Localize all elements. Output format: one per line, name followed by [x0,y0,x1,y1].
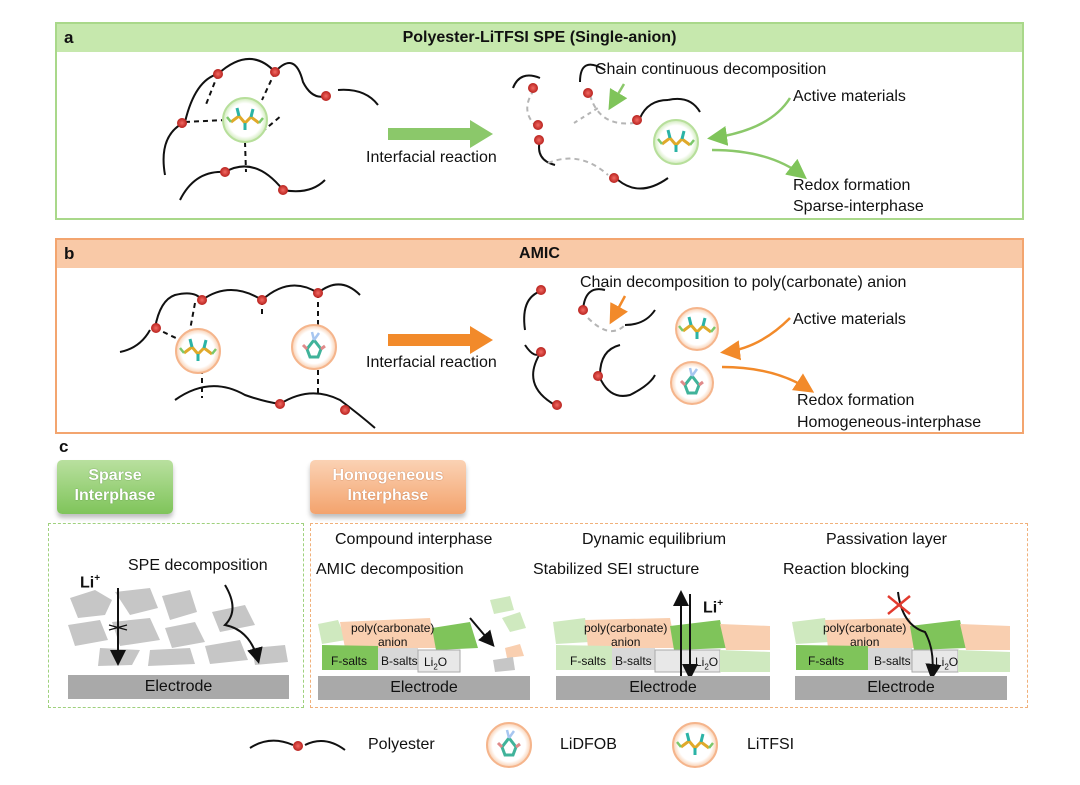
panel-b-title: AMIC [57,240,1022,268]
panel-a: Polyester-LiTFSI SPE (Single-anion) a [55,22,1024,220]
panel-a-title: Polyester-LiTFSI SPE (Single-anion) [57,24,1022,52]
dynamic-label: Stabilized SEI structure [533,561,700,578]
passivation-li2o: Li2O [935,655,959,672]
dynamic-layers [553,590,770,680]
sparse-arrows [108,584,263,666]
sparse-tag-line1: Sparse [88,467,142,484]
panel-b-letter: b [64,244,75,263]
panel-a-reaction-arrow [388,120,493,148]
panel-c-letter: c [59,437,69,456]
homogeneous-box [310,523,1028,708]
homog-tag-line2: Interphase [347,487,429,504]
dynamic-li-ion: Li+ [703,598,724,617]
dynamic-poly-label: poly(carbonate)anion [584,621,668,649]
panel-b-network [119,283,376,429]
panel-b-beads [151,288,350,415]
panel-b-active-materials: Active materials [793,311,906,328]
panel-b-redox: Redox formation [797,392,915,409]
legend-litfsi-icon [672,722,718,768]
sparse-tag-line2: Interphase [74,487,156,504]
panel-b-decomposed-chains [523,288,656,406]
panel-a-decomposed-chains [512,63,701,190]
panel-a-redox: Redox formation [793,177,911,194]
compound-f-salts: F-salts [331,654,367,668]
dynamic-f-salts: F-salts [570,654,606,668]
dynamic-electrode: Electrode [556,676,770,700]
panel-b-callout-arrows [609,295,815,393]
panel-a-letter: a [64,28,74,47]
panel-a-callout: Chain continuous decomposition [595,61,827,78]
sparse-interphase-tag: Sparse Interphase [57,460,173,514]
passivation-poly-label: poly(carbonate)anion [823,621,907,649]
panel-b-reaction-label: Interfacial reaction [366,354,497,371]
legend-lidfob: LiDFOB [560,736,617,753]
sparse-label: SPE decomposition [128,557,268,574]
panel-b-decomposed-beads [536,285,603,410]
homog-tag-line1: Homogeneous [332,467,444,484]
compound-b-salts: B-salts [381,654,418,668]
compound-layers [318,596,526,673]
compound-poly-label: poly(carbonate)anion [351,621,435,649]
sparse-box [48,523,304,708]
passivation-electrode: Electrode [795,676,1007,700]
panel-b-lidfob-molecule [291,324,337,370]
panel-b-right-molecules [670,307,719,405]
panel-b-callout: Chain decomposition to poly(carbonate) a… [580,274,907,291]
compound-li2o: Li2O [424,655,448,672]
passivation-title: Passivation layer [826,531,947,548]
passivation-label: Reaction blocking [783,561,910,578]
panel-a-litfsi-molecule [222,97,268,143]
panel-a-reaction-label: Interfacial reaction [366,149,497,166]
panel-a-callout-arrows [608,83,807,180]
panel-a-beads [177,67,331,195]
passivation-layers [792,591,1010,680]
legend-lidfob-icon [486,722,532,768]
dynamic-li2o: Li2O [695,655,719,672]
compound-electrode: Electrode [318,676,530,700]
sparse-li-ion: Li+ [80,573,101,592]
compound-title: Compound interphase [335,531,493,548]
panel-a-litfsi-molecule-right [653,119,699,165]
panel-a-decomposed-beads [528,83,642,183]
legend-litfsi: LiTFSI [747,736,795,753]
panel-a-network [162,58,379,201]
dynamic-b-salts: B-salts [615,654,652,668]
legend-polyester-icon [249,739,346,751]
panel-a-active-materials: Active materials [793,88,906,105]
panel-b-litfsi-molecule [175,328,221,374]
legend-polyester: Polyester [368,736,435,753]
sparse-electrode: Electrode [68,675,289,699]
compound-label: AMIC decomposition [316,561,464,578]
panel-b-reaction-arrow [388,326,493,354]
panel-b: AMIC b [55,238,1024,434]
panel-b-interphase: Homogeneous-interphase [797,414,982,431]
panel-a-interphase: Sparse-interphase [793,198,924,215]
homogeneous-interphase-tag: Homogeneous Interphase [310,460,466,514]
dynamic-title: Dynamic equilibrium [582,531,727,548]
passivation-b-salts: B-salts [874,654,911,668]
passivation-f-salts: F-salts [808,654,844,668]
